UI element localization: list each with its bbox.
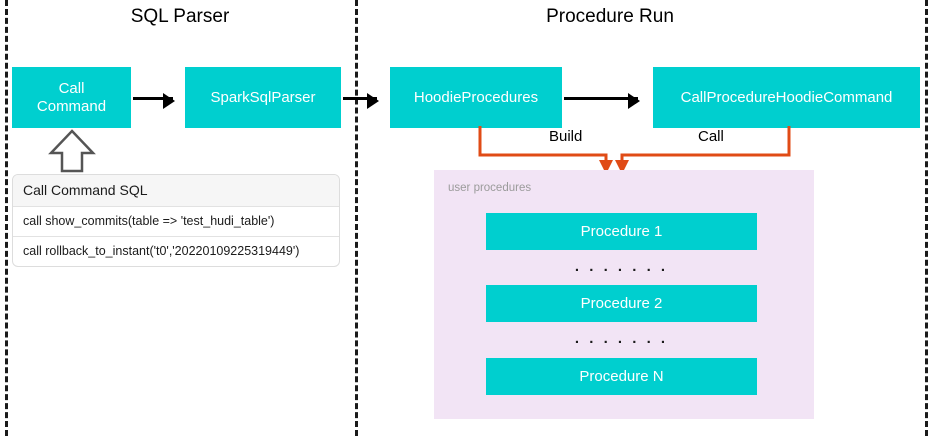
- sql-card-header: Call Command SQL: [13, 175, 339, 207]
- sql-statement-row[interactable]: call rollback_to_instant('t0','202201092…: [23, 244, 300, 258]
- section-divider-right: [925, 0, 928, 436]
- node-spark-sql-parser[interactable]: SparkSqlParser: [185, 67, 341, 128]
- section-title-sql-parser: SQL Parser: [130, 6, 230, 27]
- edge-label-call: Call: [694, 128, 728, 145]
- procedure-list-ellipsis: . . . . . . .: [574, 330, 669, 347]
- node-call-command[interactable]: Call Command: [12, 67, 131, 128]
- procedure-item[interactable]: Procedure 2: [486, 285, 757, 322]
- section-title-procedure-run: Procedure Run: [546, 6, 674, 27]
- flow-arrow-spark-sql-parser-to-hoodie-procedures: [343, 93, 379, 109]
- user-procedures-panel: user procedures Procedure 1 . . . . . . …: [434, 170, 814, 419]
- procedure-list-ellipsis: . . . . . . .: [574, 258, 669, 275]
- call-command-sql-card: Call Command SQL call show_commits(table…: [12, 174, 340, 267]
- procedure-item[interactable]: Procedure 1: [486, 213, 757, 250]
- sql-statement-row[interactable]: call show_commits(table => 'test_hudi_ta…: [13, 207, 339, 237]
- block-arrow-up-icon: [48, 129, 96, 173]
- node-hoodie-procedures[interactable]: HoodieProcedures: [390, 67, 562, 128]
- section-divider-left: [5, 0, 8, 436]
- flow-arrow-hoodie-procedures-to-call-procedure-hoodie-command: [564, 93, 640, 109]
- edge-label-build: Build: [545, 128, 587, 145]
- node-call-procedure-hoodie-command[interactable]: CallProcedureHoodieCommand: [653, 67, 920, 128]
- procedure-item[interactable]: Procedure N: [486, 358, 757, 395]
- user-procedures-label: user procedures: [448, 182, 532, 194]
- flow-arrow-call-command-to-spark-sql-parser: [133, 93, 175, 109]
- section-divider-middle: [355, 0, 358, 436]
- build-call-connectors: [478, 126, 791, 174]
